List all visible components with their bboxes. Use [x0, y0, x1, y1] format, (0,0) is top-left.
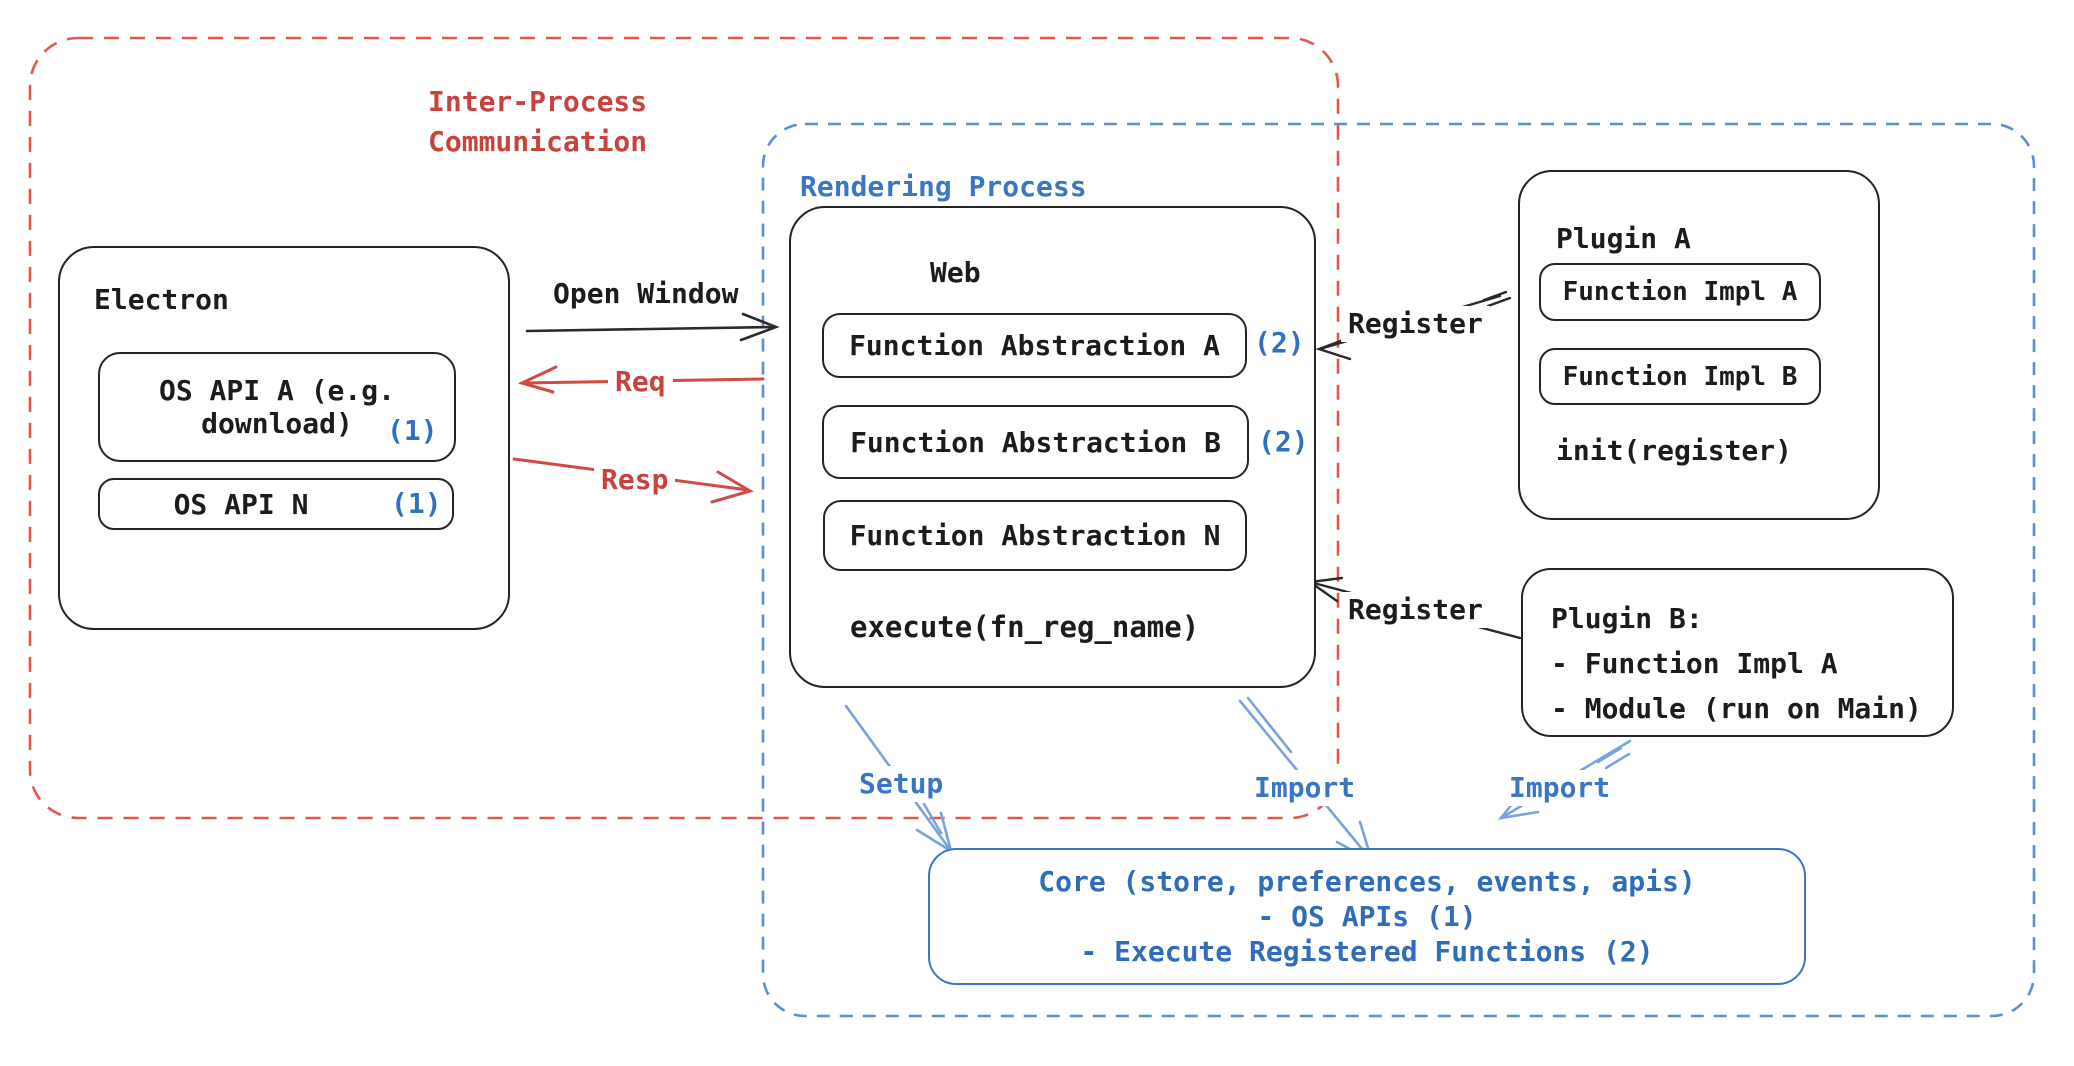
req-label: Req — [608, 364, 673, 400]
core-line2: - OS APIs (1) — [1257, 900, 1477, 933]
function-abstraction-b-label: Function Abstraction B — [850, 425, 1221, 459]
os-api-a-line1: OS API A (e.g. — [158, 374, 395, 407]
ipc-group-border — [28, 36, 1340, 820]
import-right-label: Import — [1502, 770, 1618, 806]
function-abstraction-a-badge: (2) — [1254, 326, 1305, 359]
plugin-a-title: Plugin A — [1556, 222, 1691, 255]
function-abstraction-n-label: Function Abstraction N — [849, 519, 1221, 552]
ipc-label-line2: Communication — [428, 125, 648, 158]
ipc-group-label: Inter-Process Communication — [428, 82, 647, 162]
register-bottom-label: Register — [1341, 592, 1490, 628]
open-window-label: Open Window — [553, 277, 739, 310]
setup-label: Setup — [852, 766, 951, 802]
plugin-b-title: Plugin B: — [1551, 602, 1703, 635]
ipc-label-line1: Inter-Process — [428, 85, 648, 118]
plugin-a-init-label: init(register) — [1556, 434, 1793, 467]
function-abstraction-n-box: Function Abstraction N — [823, 500, 1247, 571]
plugin-a-box — [1518, 170, 1880, 520]
plugin-b-item-2: - Module (run on Main) — [1551, 692, 1922, 725]
os-api-a-box: OS API A (e.g. download) — [98, 352, 456, 462]
import-center-label: Import — [1247, 770, 1363, 806]
resp-label: Resp — [594, 462, 676, 498]
open-window-arrow — [525, 312, 780, 342]
os-api-a-line2: download) — [201, 407, 353, 440]
execute-label: execute(fn_reg_name) — [850, 610, 1200, 644]
function-impl-b-box: Function Impl B — [1539, 348, 1821, 405]
os-api-n-box: OS API N — [98, 478, 454, 530]
core-line3: - Execute Registered Functions (2) — [1080, 935, 1654, 968]
function-abstraction-a-box: Function Abstraction A — [822, 313, 1247, 378]
core-line1: Core (store, preferences, events, apis) — [1038, 865, 1696, 898]
function-abstraction-b-badge: (2) — [1258, 425, 1309, 458]
web-title: Web — [930, 256, 981, 289]
os-api-n-label: OS API N — [173, 487, 309, 521]
plugin-b-box — [1521, 568, 1954, 737]
os-api-n-badge: (1) — [391, 487, 442, 520]
function-impl-a-box: Function Impl A — [1539, 263, 1821, 321]
rendering-group-border — [761, 122, 2036, 1018]
electron-title: Electron — [94, 283, 229, 316]
rendering-process-label: Rendering Process — [800, 170, 1087, 203]
plugin-b-text: Plugin B: - Function Impl A - Module (ru… — [1551, 596, 1922, 731]
os-api-a-badge: (1) — [387, 414, 438, 447]
function-impl-b-label: Function Impl B — [1562, 361, 1798, 392]
register-top-label: Register — [1341, 306, 1490, 342]
function-abstraction-b-box: Function Abstraction B — [822, 405, 1249, 479]
core-box: Core (store, preferences, events, apis) … — [928, 848, 1806, 985]
function-abstraction-a-label: Function Abstraction A — [849, 329, 1220, 362]
plugin-b-item-1: - Function Impl A — [1551, 647, 1838, 680]
function-impl-a-label: Function Impl A — [1562, 277, 1798, 307]
